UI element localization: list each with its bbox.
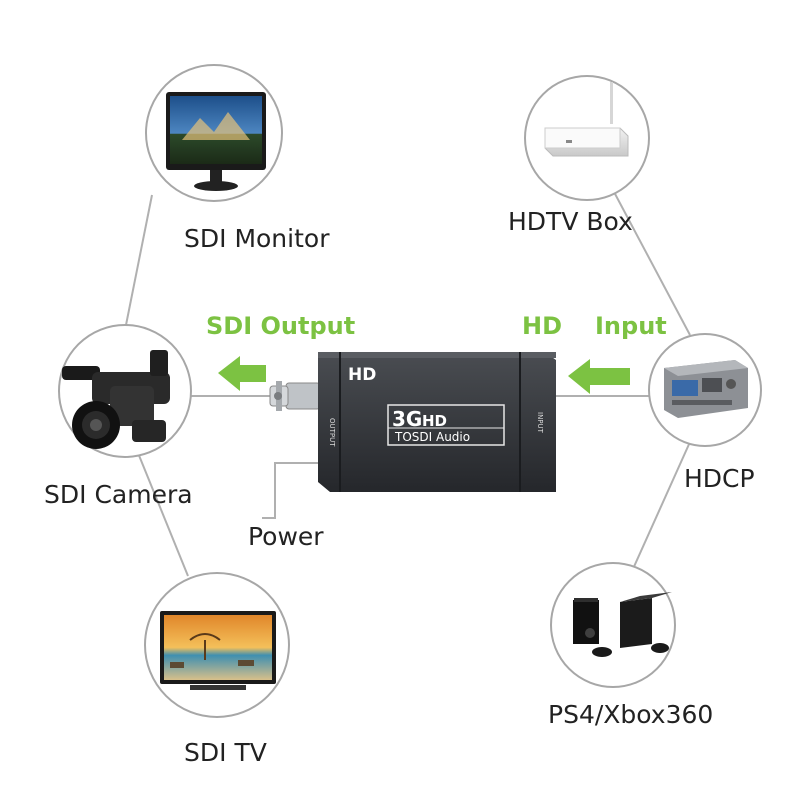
converter-device	[318, 352, 556, 492]
ps4-xbox-label: PS4/Xbox360	[548, 700, 714, 729]
converter-logo-big: 3G	[392, 407, 422, 431]
hdcp-device-icon	[664, 360, 748, 418]
hdcp-label: HDCP	[684, 464, 755, 493]
connector-lines	[125, 174, 691, 581]
game-console-icon	[573, 592, 672, 657]
converter-logo-sub: TOSDI Audio	[394, 430, 470, 444]
sdi-camera-label: SDI Camera	[44, 480, 193, 509]
camera-icon	[62, 350, 170, 449]
port-output-label: OUTPUT	[328, 418, 336, 447]
power-label: Power	[248, 522, 324, 551]
port-input-label: INPUT	[536, 412, 544, 434]
input-arrow-icon	[568, 359, 630, 394]
ps4-xbox-circle	[550, 562, 676, 688]
tv-icon	[160, 611, 276, 690]
hd-label: HD	[522, 312, 563, 340]
bnc-connector	[269, 381, 321, 411]
sdi-monitor-label: SDI Monitor	[184, 224, 330, 253]
sdi-output-label: SDI Output	[206, 312, 356, 340]
converter-logo-small: HD	[422, 412, 447, 430]
hdtv-box-label: HDTV Box	[508, 207, 633, 236]
hdtv-box-icon	[544, 82, 629, 157]
monitor-icon	[166, 92, 266, 191]
output-arrow-icon	[218, 356, 266, 391]
converter-badge: HD	[348, 365, 376, 385]
input-label: Input	[595, 312, 667, 340]
sdi-tv-label: SDI TV	[184, 738, 267, 767]
